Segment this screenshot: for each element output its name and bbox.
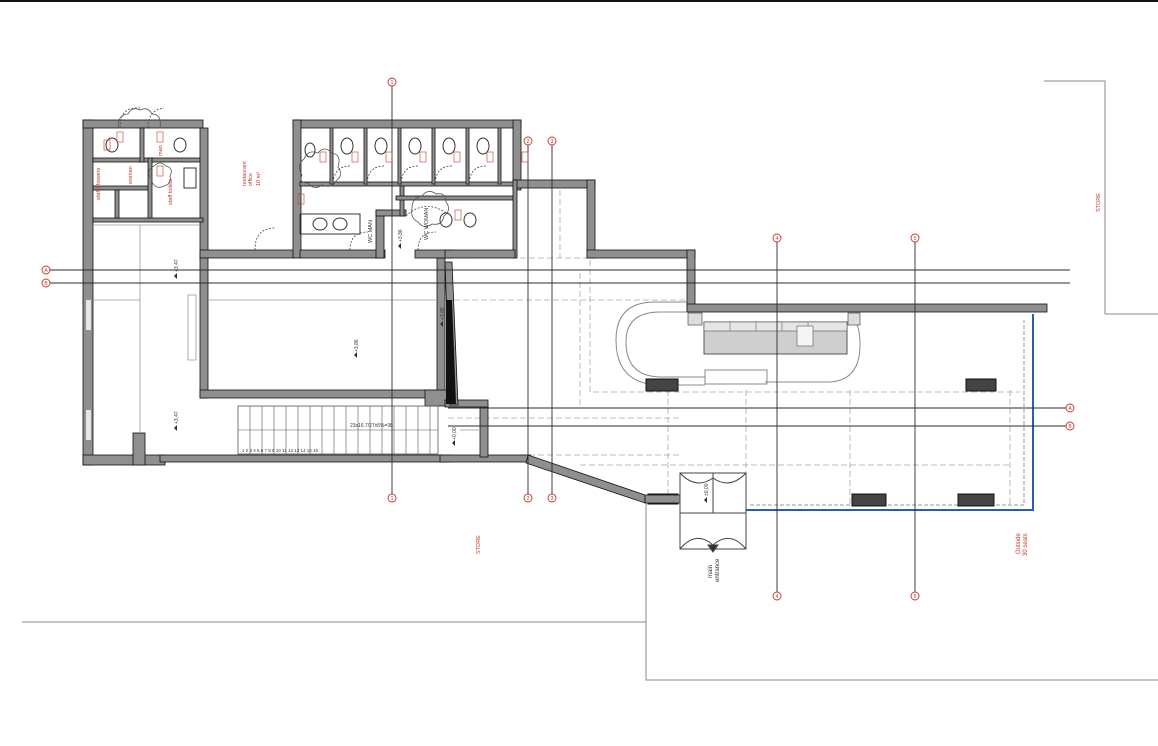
svg-text:5: 5 bbox=[914, 236, 917, 242]
label-wc-man: WC MAN bbox=[368, 220, 374, 243]
level-6: +0,00 bbox=[452, 427, 458, 440]
level-5: +3,86 bbox=[398, 229, 404, 242]
door-swings bbox=[119, 107, 487, 251]
fixture-tags bbox=[103, 131, 529, 221]
label-store-right: STORE bbox=[1096, 193, 1102, 212]
label-restaurant-area: 10 m² bbox=[256, 172, 262, 186]
svg-text:5: 5 bbox=[914, 594, 917, 600]
stairs bbox=[237, 405, 439, 455]
svg-text:B: B bbox=[1068, 424, 1072, 430]
svg-text:4: 4 bbox=[776, 594, 779, 600]
label-store-bottom: STORE bbox=[476, 535, 482, 554]
level-2: +3,47 bbox=[174, 411, 180, 424]
main-entrance bbox=[679, 472, 747, 553]
svg-text:A: A bbox=[1068, 406, 1072, 412]
stair-note: 23x16.7/27x5%=38 bbox=[350, 423, 393, 429]
svg-text:1: 1 bbox=[391, 80, 394, 86]
grid-bubbles bbox=[41, 77, 1075, 601]
room-labels: restaurant office 10 m² staff showers st… bbox=[96, 145, 1102, 582]
walls bbox=[82, 119, 1048, 466]
bar-back-counter bbox=[687, 312, 861, 355]
label-restaurant-office: restaurant bbox=[242, 161, 248, 186]
terrace-boundary bbox=[746, 314, 1034, 511]
label-outside-1: Outside bbox=[1016, 533, 1022, 554]
angled-walls bbox=[444, 261, 681, 504]
label-restaurant-office-2: office bbox=[248, 173, 254, 186]
level-3: +3,86 bbox=[354, 339, 360, 352]
revision-clouds bbox=[117, 108, 449, 227]
label-woman: woman bbox=[128, 166, 134, 185]
site-context-lines bbox=[22, 80, 1158, 681]
level-4: +3,89 bbox=[440, 307, 446, 320]
level-7: ±0,00 bbox=[704, 483, 710, 496]
label-outside-2: 30 seats bbox=[1023, 533, 1029, 556]
toilet-cubicles bbox=[329, 127, 502, 185]
grid-bubble-labels: A B A B 1 1 2 2 3 3 4 4 5 5 bbox=[44, 80, 1072, 600]
svg-text:A: A bbox=[44, 268, 48, 274]
label-wc-woman: WC WOMAN bbox=[424, 208, 430, 240]
terrace-planters bbox=[645, 378, 997, 507]
level-1: +3,47 bbox=[174, 259, 180, 272]
dark-wedge bbox=[446, 300, 456, 404]
level-marks: +3,47 +3,47 +3,86 +3,89 +3,86 +0,00 ±0,0… bbox=[174, 229, 710, 503]
svg-text:1: 1 bbox=[391, 496, 394, 502]
label-main-entrance-2: entrance bbox=[715, 558, 721, 582]
left-edge-marks bbox=[86, 300, 91, 440]
interior-lines bbox=[93, 224, 480, 433]
svg-text:2: 2 bbox=[527, 496, 530, 502]
label-man: man bbox=[158, 145, 164, 156]
svg-text:3: 3 bbox=[551, 496, 554, 502]
svg-text:B: B bbox=[44, 281, 48, 287]
svg-text:4: 4 bbox=[776, 236, 779, 242]
stair-numbers: 1 2 3 4 5 6 7 8 9 10 11 12 13 14 15 16 bbox=[242, 448, 318, 453]
svg-text:2: 2 bbox=[527, 139, 530, 145]
label-staff-showers: staff showers bbox=[96, 167, 102, 200]
toilet-bowls bbox=[105, 137, 490, 235]
label-staff-toilets: staff toilets bbox=[168, 179, 174, 205]
label-main-entrance-1: main bbox=[708, 565, 714, 578]
svg-text:3: 3 bbox=[551, 139, 554, 145]
